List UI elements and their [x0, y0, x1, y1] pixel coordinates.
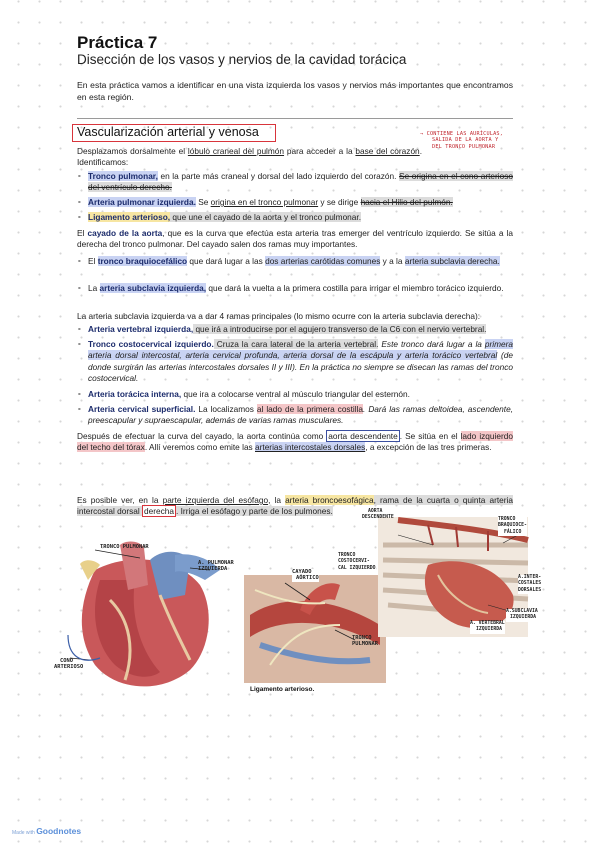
label-tronco-pulmonar: tronco pulmonar	[100, 544, 149, 550]
paragraph: Después de efectuar la curva del cayado,…	[77, 430, 513, 453]
list-item: Arteria cervical superficial. La localiz…	[77, 403, 513, 427]
label-cayado-aortico: cayadoaórtico	[292, 569, 319, 582]
list-item: El tronco braquiocefálico que dará lugar…	[77, 255, 513, 267]
section-title: Vascularización arterial y venosa	[72, 124, 276, 142]
margin-note-line: salida de la aorta y	[432, 137, 499, 144]
list-item: La arteria subclavia izquierda, que dará…	[77, 282, 513, 294]
aortic-arch-illustration	[244, 575, 386, 683]
thorax-illustration	[378, 517, 529, 637]
list-item: Arteria torácica interna, que ira a colo…	[77, 388, 513, 400]
list-item: Tronco costocervical izquierdo. Cruza la…	[77, 338, 513, 385]
page-subtitle: Disección de los vasos y nervios de la c…	[77, 52, 407, 67]
list-item: Tronco pulmonar, en la parte más craneal…	[77, 170, 513, 194]
paragraph: El cayado de la aorta, que es la curva q…	[77, 228, 514, 250]
heart-illustration	[67, 541, 220, 687]
paragraph: Es posible ver, en la parte izquierda de…	[77, 495, 514, 518]
figure-caption: Ligamento arterioso.	[250, 686, 315, 693]
list-item: Arteria pulmonar izquierda. Se origina e…	[77, 196, 513, 208]
margin-note: → contiene las aurículas, salida de la a…	[420, 131, 540, 150]
margin-note-line: → contiene las aurículas,	[420, 131, 504, 137]
list-item: Ligamento arterioso, que une el cayado d…	[77, 211, 513, 223]
margin-note-line: del tronco pulmonar	[432, 143, 496, 150]
paragraph: La arteria subclavia izquierda va a dar …	[77, 311, 481, 321]
list-item: Arteria vertebral izquierda, que irá a i…	[77, 323, 513, 335]
divider	[77, 118, 513, 119]
paragraph: Desplazamos dorsalmente el lóbulo cranea…	[77, 146, 422, 168]
goodnotes-logo: Made with Goodnotes	[12, 826, 82, 836]
intro-paragraph: En esta práctica vamos a identificar en …	[77, 80, 513, 102]
page-title: Práctica 7	[77, 33, 158, 52]
